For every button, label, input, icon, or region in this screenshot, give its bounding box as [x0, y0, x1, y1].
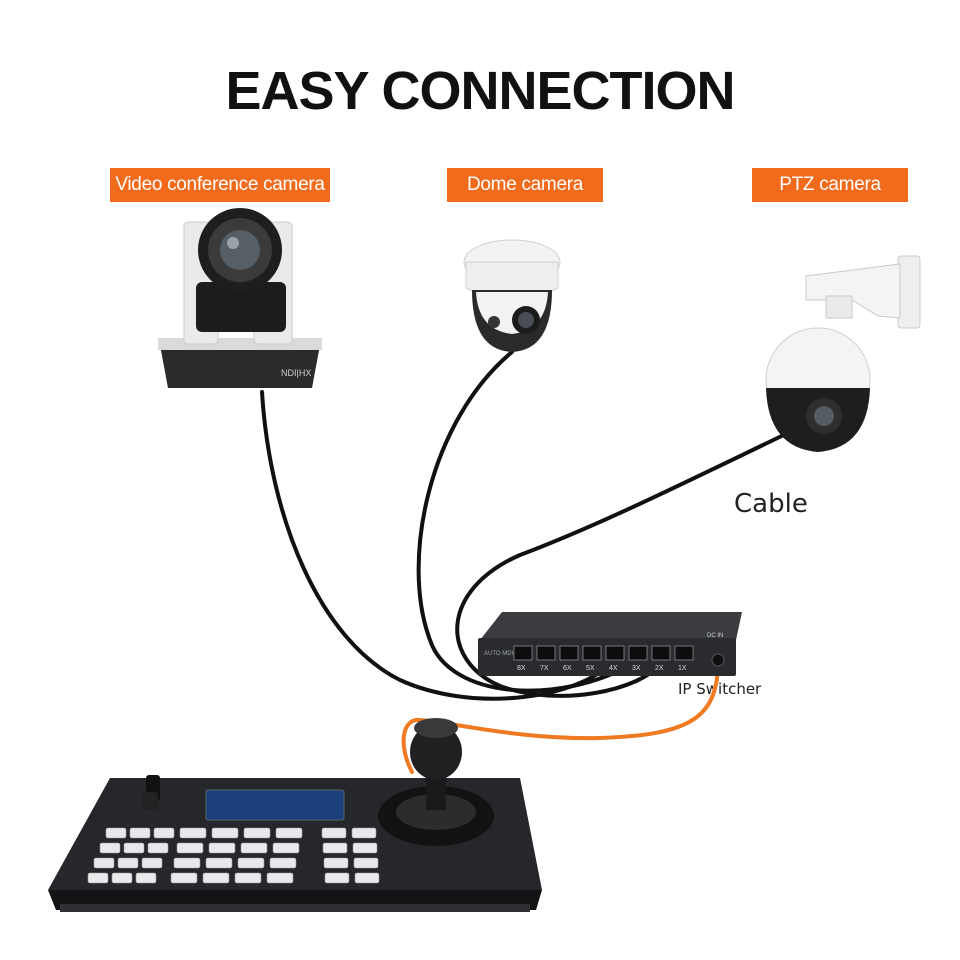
- controller-key: [123, 842, 145, 854]
- switch-port-label: 2X: [655, 665, 664, 672]
- controller-key: [324, 872, 350, 884]
- controller-key: [141, 857, 163, 869]
- ptz-conference-camera-icon: NDI|HX: [158, 208, 322, 388]
- switch-port: [651, 645, 671, 661]
- controller-key: [117, 857, 139, 869]
- switch-port-label: 8X: [517, 665, 526, 672]
- controller-key: [240, 842, 268, 854]
- dome-camera-label: Dome camera: [447, 168, 603, 202]
- ndi-badge: NDI|HX: [281, 368, 311, 378]
- controller-key: [153, 827, 175, 839]
- controller-key: [351, 827, 377, 839]
- controller-key: [173, 857, 201, 869]
- network-switch-icon: AUTO MDIX DC IN 8X 7X 6X 5X 4X 3X 2X 1X: [478, 612, 742, 676]
- controller-key: [129, 827, 151, 839]
- switch-port-label: 4X: [609, 665, 618, 672]
- conference-camera-cable: [260, 390, 610, 701]
- controller-key: [211, 827, 239, 839]
- video-conference-camera-label: Video conference camera: [110, 168, 330, 202]
- switch-port: [513, 645, 533, 661]
- controller-key: [321, 827, 347, 839]
- switch-port: [628, 645, 648, 661]
- switch-port: [605, 645, 625, 661]
- switch-port: [559, 645, 579, 661]
- controller-key: [234, 872, 262, 884]
- controller-key: [87, 872, 109, 884]
- page-title: EASY CONNECTION: [225, 61, 735, 121]
- controller-key: [179, 827, 207, 839]
- ptz-camera-cable: [455, 430, 792, 698]
- controller-key: [323, 857, 349, 869]
- ip-switcher-label: IP Switcher: [678, 680, 762, 698]
- switch-port: [582, 645, 602, 661]
- controller-key: [135, 872, 157, 884]
- controller-keys: [87, 827, 380, 884]
- controller-key: [105, 827, 127, 839]
- controller-key: [99, 842, 121, 854]
- ptz-camera-label: PTZ camera: [752, 168, 908, 202]
- controller-key: [205, 857, 233, 869]
- ptz-speed-dome-camera-icon: [765, 255, 921, 452]
- controller-key: [237, 857, 265, 869]
- switch-port-label: 1X: [678, 665, 687, 672]
- switch-port: [674, 645, 694, 661]
- controller-key: [269, 857, 297, 869]
- controller-key: [111, 872, 133, 884]
- controller-key: [353, 857, 379, 869]
- controller-key: [272, 842, 300, 854]
- controller-key: [352, 842, 378, 854]
- controller-cable: [401, 664, 720, 774]
- joystick-keyboard-controller-icon: [48, 718, 542, 912]
- dome-camera-cable: [416, 350, 634, 693]
- cable-label: Cable: [734, 489, 808, 519]
- controller-key: [354, 872, 380, 884]
- controller-key: [243, 827, 271, 839]
- switch-dc-label: DC IN: [707, 633, 723, 639]
- controller-key: [202, 872, 230, 884]
- controller-key: [170, 872, 198, 884]
- dome-camera-icon: [463, 239, 561, 352]
- switch-port-label: 3X: [632, 665, 641, 672]
- controller-key: [266, 872, 294, 884]
- controller-key: [275, 827, 303, 839]
- switch-port-label: 7X: [540, 665, 549, 672]
- controller-key: [147, 842, 169, 854]
- controller-key: [176, 842, 204, 854]
- switch-ports: 8X 7X 6X 5X 4X 3X 2X 1X: [513, 645, 694, 672]
- controller-key: [208, 842, 236, 854]
- switch-side-label: AUTO MDIX: [484, 651, 517, 657]
- switch-port: [536, 645, 556, 661]
- controller-key: [93, 857, 115, 869]
- switch-port-label: 5X: [586, 665, 595, 672]
- switch-port-label: 6X: [563, 665, 572, 672]
- controller-key: [322, 842, 348, 854]
